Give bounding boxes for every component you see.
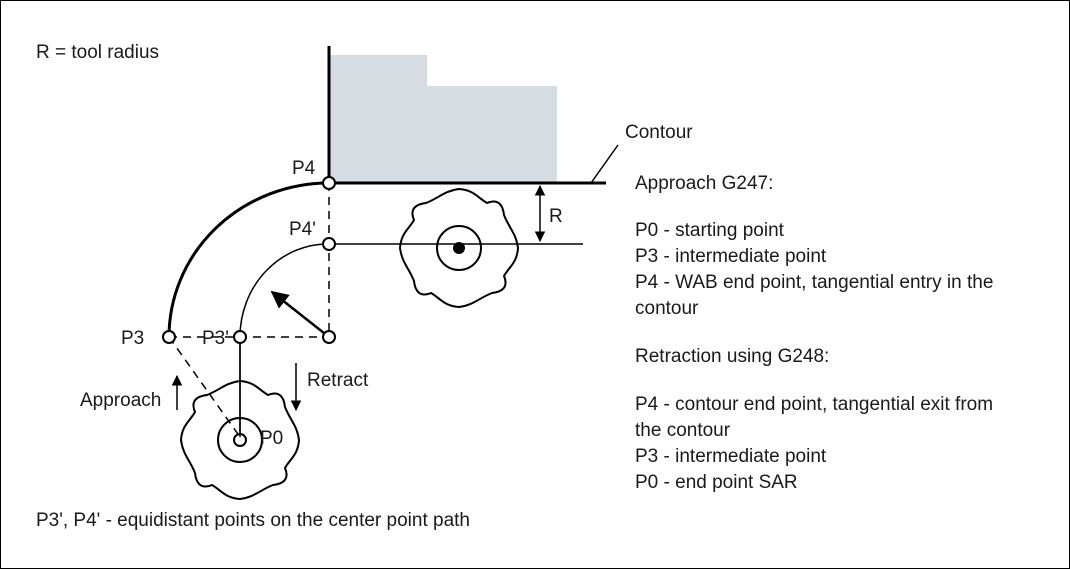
center-path-arc — [239, 243, 330, 338]
retraction-item: P4 - contour end point, tangential exit … — [635, 394, 993, 415]
radius-note: R = tool radius — [36, 42, 159, 63]
point-p3 — [162, 330, 176, 344]
retraction-item: the contour — [635, 420, 731, 441]
milling-cutter-contour — [398, 187, 520, 309]
contour-leader-line — [590, 144, 619, 184]
approach-item: P3 - intermediate point — [635, 246, 827, 267]
approach-title: Approach G247: — [635, 173, 773, 194]
retraction-item: P0 - end point SAR — [635, 472, 798, 493]
point-p4 — [322, 176, 336, 190]
approach-item: P4 - WAB end point, tangential entry in … — [635, 272, 993, 293]
p3-label: P3 — [121, 328, 144, 349]
approach-label: Approach — [80, 390, 161, 411]
approach-item: contour — [635, 298, 699, 319]
workpiece-area — [329, 55, 557, 183]
p3-prime-label: P3' — [202, 328, 229, 349]
description-block: Approach G247: P0 - starting point P3 - … — [635, 173, 993, 493]
retraction-item: P3 - intermediate point — [635, 446, 827, 467]
retract-label: Retract — [307, 370, 369, 391]
approach-arc-p3-p4 — [167, 181, 330, 338]
approach-item: P0 - starting point — [635, 220, 785, 241]
contour-label: Contour — [625, 122, 693, 143]
r-label: R — [549, 206, 563, 227]
point-arc-center — [322, 330, 336, 344]
p4-label: P4 — [292, 158, 316, 179]
equidistant-note: P3', P4' - equidistant points on the cen… — [36, 510, 470, 531]
dashed-approach-line — [168, 336, 241, 438]
point-p4-prime — [322, 237, 336, 251]
radius-arrow — [270, 290, 330, 338]
point-p3-prime — [233, 330, 247, 344]
retraction-title: Retraction using G248: — [635, 346, 829, 367]
p0-label: P0 — [260, 428, 283, 449]
p4-prime-label: P4' — [289, 219, 316, 240]
